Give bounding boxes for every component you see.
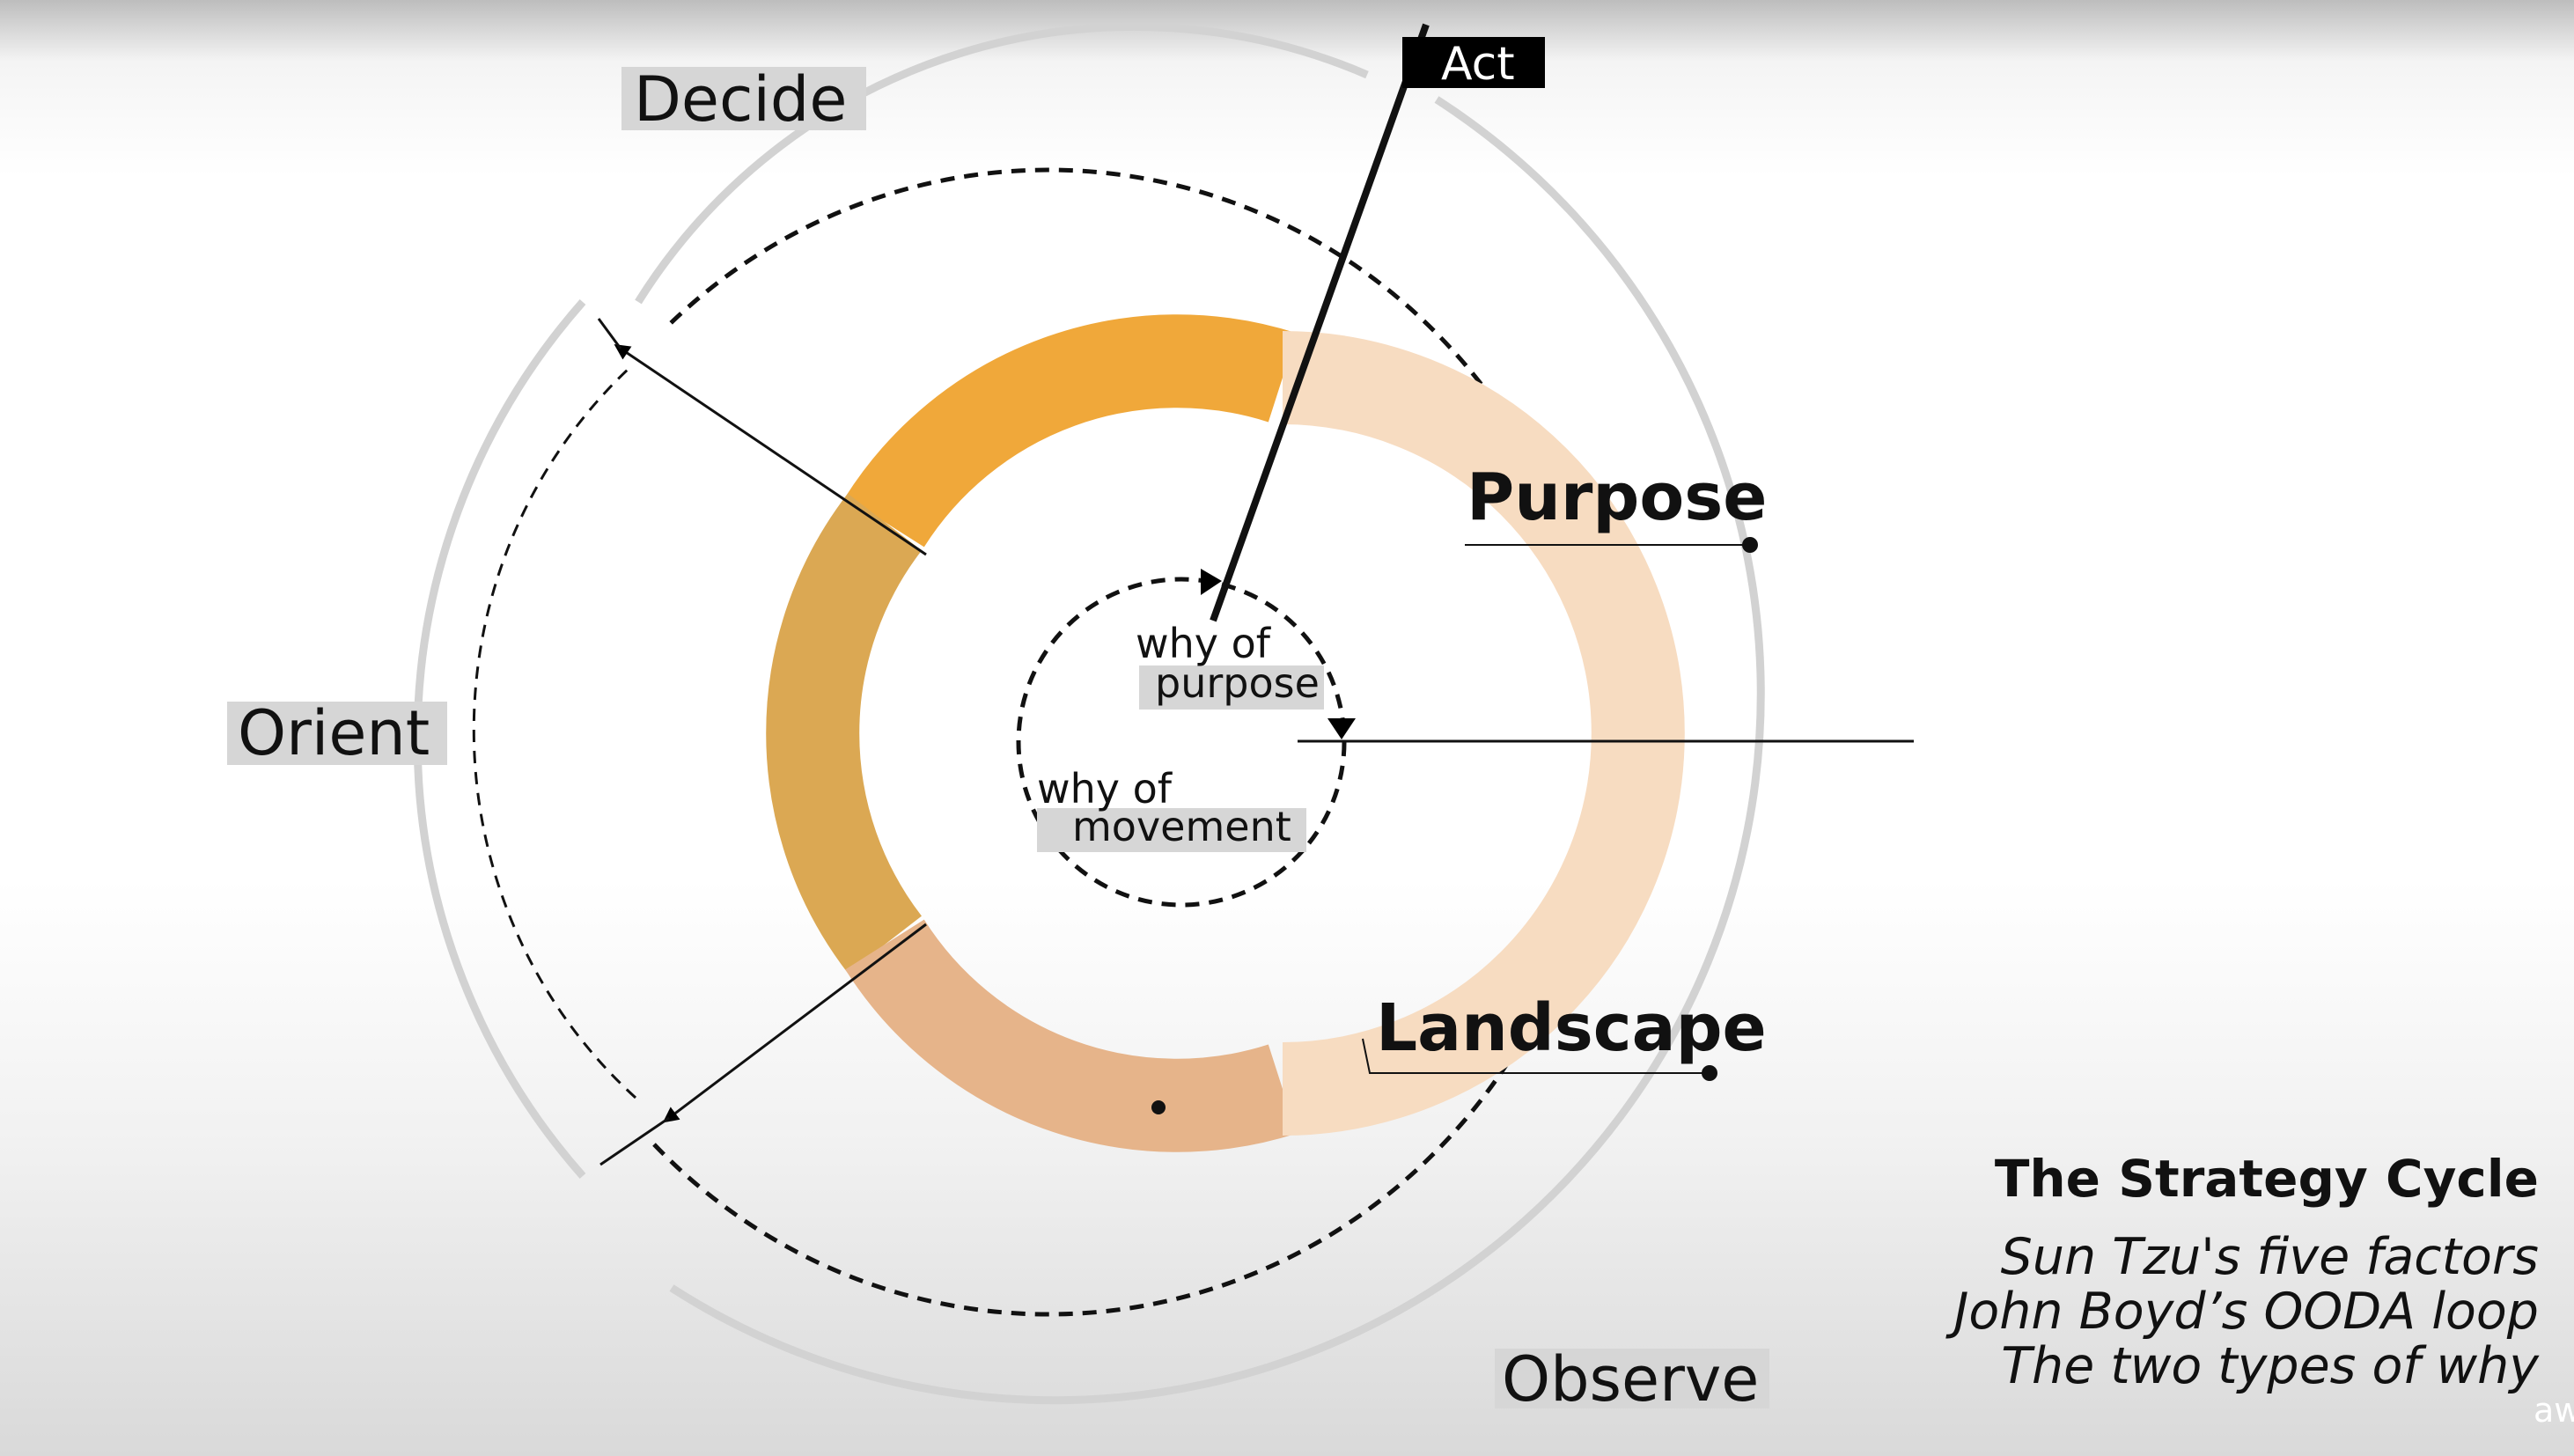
- legend-item-five-factors: Sun Tzu's five factors: [2000, 1228, 2539, 1286]
- label-act: Act: [1402, 37, 1545, 91]
- orient-label-bg: [227, 702, 447, 765]
- purpose-dot: [1742, 537, 1758, 553]
- why-movement-bg: [1037, 808, 1306, 852]
- observe-label-text: Observe: [1502, 1343, 1759, 1416]
- orient-top-arrow-line: [614, 343, 927, 556]
- why-of-purpose-label: why of purpose: [1136, 620, 1324, 710]
- callout-lines: [1362, 544, 1750, 1074]
- outer-arc-right: [669, 96, 1765, 1405]
- why-purpose-line2: purpose: [1155, 659, 1320, 707]
- act-label-bg: [1402, 37, 1545, 88]
- orient-bottom-tick: [599, 1116, 670, 1166]
- observe-label-bg: [1495, 1349, 1769, 1408]
- why-movement-line1: why of: [1037, 765, 1173, 813]
- ring-segment-bottom: [845, 919, 1298, 1152]
- strategy-cycle-legend: The Strategy Cycle Sun Tzu's five factor…: [1747, 1149, 2539, 1393]
- label-orient: Orient: [227, 697, 447, 769]
- outer-arc-top: [635, 22, 1369, 305]
- ring-segment-left: [766, 493, 923, 974]
- outer-grey-arcs: [413, 22, 1765, 1405]
- callout-dots: [1151, 537, 1758, 1114]
- legend-list: Sun Tzu's five factors John Boyd’s OODA …: [1747, 1230, 2539, 1393]
- ring-bottom-dot: [1151, 1100, 1166, 1114]
- aws-logo-icon: aw: [2534, 1391, 2574, 1430]
- act-label-text: Act: [1441, 38, 1515, 91]
- orient-top-tick: [597, 318, 622, 349]
- ring-segment-top: [845, 314, 1298, 548]
- decide-label-text: Decide: [634, 63, 847, 136]
- legend-item-ooda-loop: John Boyd’s OODA loop: [1953, 1283, 2539, 1341]
- why-of-movement-label: why of movement: [1037, 765, 1306, 852]
- legend-item-two-whys: The two types of why: [2001, 1337, 2539, 1395]
- why-loop-arrowheads: [1201, 569, 1356, 739]
- decide-label-bg: [621, 67, 866, 130]
- landscape-underline: [1362, 1038, 1710, 1074]
- why-movement-line2: movement: [1072, 803, 1291, 850]
- dashed-arc-left: [472, 366, 637, 1099]
- strategy-ring: [766, 314, 1685, 1152]
- ring-segment-right: [1282, 331, 1685, 1136]
- landscape-label: Landscape: [1376, 990, 1767, 1066]
- purpose-label: Purpose: [1467, 460, 1767, 535]
- label-observe: Observe: [1495, 1343, 1769, 1416]
- legend-title: The Strategy Cycle: [1994, 1149, 2539, 1209]
- act-line: [1210, 23, 1430, 622]
- orient-bottom-arrow-line: [662, 923, 927, 1123]
- why-loop-arrow-top: [1201, 569, 1222, 595]
- connector-lines: [597, 23, 1914, 1166]
- why-purpose-line1: why of: [1136, 620, 1272, 667]
- why-loop-arrow-right: [1327, 718, 1356, 739]
- label-decide: Decide: [621, 63, 866, 136]
- why-purpose-bg: [1139, 665, 1324, 710]
- orient-label-text: Orient: [238, 697, 430, 769]
- landscape-dot: [1702, 1065, 1717, 1081]
